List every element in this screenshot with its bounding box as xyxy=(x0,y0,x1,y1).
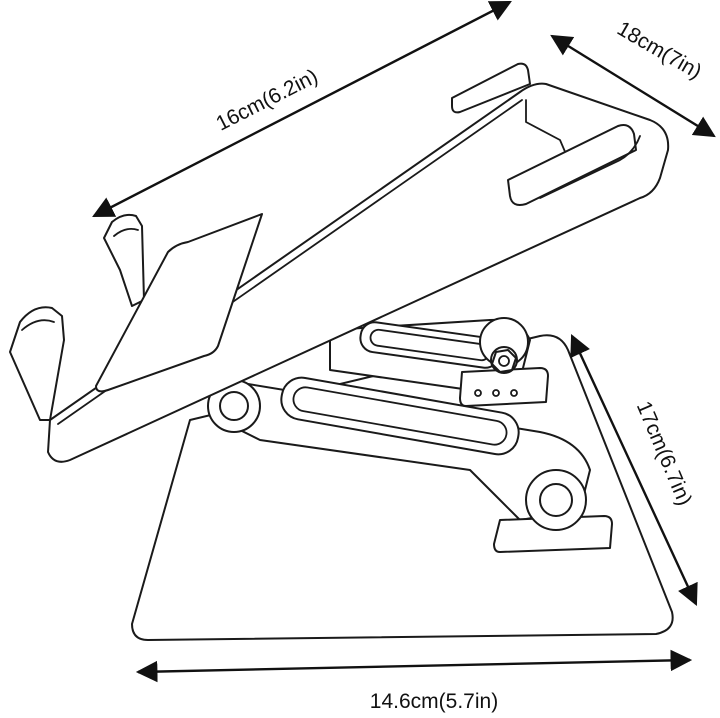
dimension-top-length-label: 16cm(6.2in) xyxy=(212,65,321,136)
dimension-base-depth-label: 17cm(6.7in) xyxy=(632,398,697,509)
lower-arm xyxy=(207,376,591,521)
top-hinge xyxy=(459,317,549,407)
top-plate xyxy=(9,62,670,463)
dimension-base-width: 14.6cm(5.7in) xyxy=(135,649,693,713)
dimension-base-width-label: 14.6cm(5.7in) xyxy=(370,690,498,713)
dimension-top-width-label: 18cm(7in) xyxy=(613,17,705,84)
